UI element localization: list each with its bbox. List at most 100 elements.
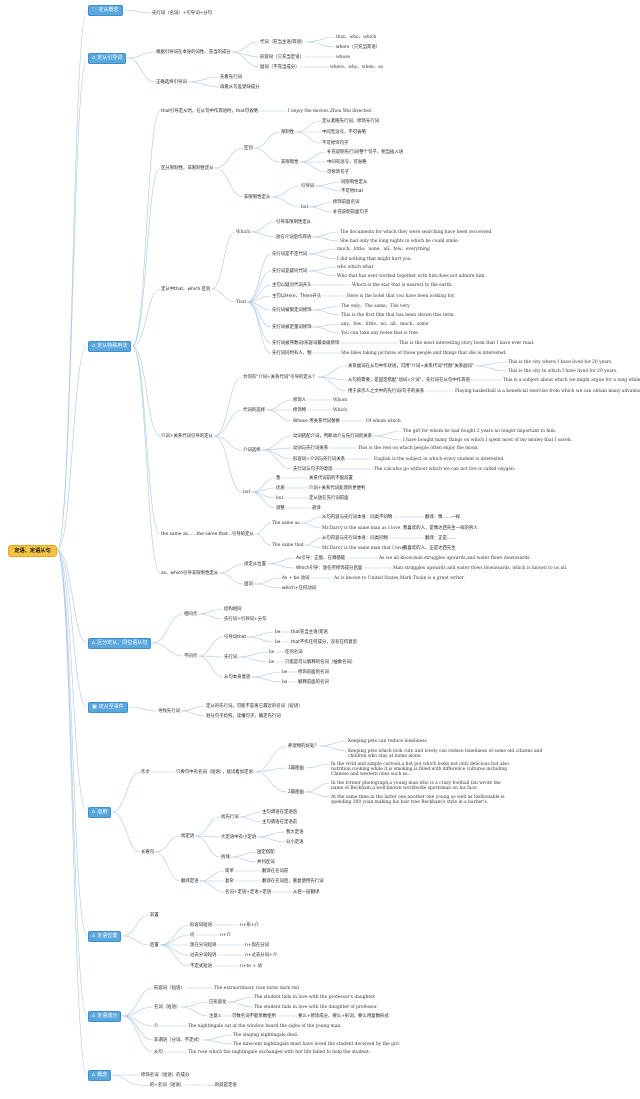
map-node[interactable]: 我 <box>276 475 281 481</box>
branch-b5[interactable]: ▣定从至事件 <box>88 702 128 713</box>
map-node[interactable]: be <box>275 639 281 645</box>
map-node[interactable]: n+形+介 <box>240 922 259 928</box>
map-node[interactable]: ……的+名词（短语） <box>141 1082 185 1088</box>
map-node[interactable]: 先行词 <box>224 654 238 660</box>
map-node[interactable]: Which <box>236 229 251 235</box>
map-node[interactable]: The student falls in love with the daugh… <box>254 1004 378 1010</box>
map-node[interactable]: 先行词被序数词/形容词最高级修饰 <box>272 340 340 346</box>
map-node[interactable]: but <box>301 204 309 210</box>
branch-b3[interactable]: ⌂定从特殊用法 <box>88 341 132 352</box>
map-node[interactable]: 并列连词 <box>257 859 275 865</box>
map-node[interactable]: that、who、which <box>336 34 377 40</box>
map-node[interactable]: 不同点 <box>184 653 198 659</box>
map-node[interactable]: 翻译在名词前 <box>262 868 289 874</box>
map-node[interactable]: Keeping pets can reduce loneliness <box>348 738 427 744</box>
map-node[interactable]: 用于表示人之文中的先行词/句子的关系 <box>348 388 425 394</box>
map-node[interactable]: The same that <box>272 542 304 548</box>
map-node[interactable]: that不作任何成分，没有任何意思 <box>291 639 357 645</box>
map-node[interactable]: 主句谓语在定语前 <box>262 819 298 825</box>
map-node[interactable]: 介 <box>154 1023 159 1029</box>
map-node[interactable]: The girl for whom he had fought 2 years … <box>403 428 557 434</box>
map-node[interactable]: 正确选择引导词 <box>156 79 187 85</box>
map-node[interactable]: The rose which the nightingale exchanged… <box>188 1049 371 1055</box>
map-node[interactable]: Keeping pets which look cute and lovely … <box>348 748 543 759</box>
map-node[interactable]: Mr.Darcy is the same man as I love. <box>322 525 402 531</box>
map-node[interactable]: 翻译定语 <box>181 878 199 884</box>
map-node[interactable]: be <box>282 679 288 685</box>
map-node[interactable]: The calculus go without which we can not… <box>374 466 516 472</box>
map-node[interactable]: 拆线 <box>221 854 230 860</box>
map-node[interactable]: 先行词与句子的意思 <box>293 466 333 472</box>
map-node[interactable]: As + be 动词 <box>282 575 310 581</box>
map-node[interactable]: The documents for which they were search… <box>340 229 493 235</box>
map-node[interactable]: 介词+关系代词处理的更便利 <box>309 485 366 491</box>
map-node[interactable]: As we all know,man struggles upwards,and… <box>379 555 531 561</box>
map-node[interactable]: As引导：正能、在哪都能 <box>296 555 346 561</box>
map-node[interactable]: 非限制性 <box>281 159 299 165</box>
map-node[interactable]: The student falls in love with the profe… <box>254 994 376 1000</box>
map-node[interactable]: 复杂 <box>225 878 234 884</box>
map-node[interactable]: 修饰物 <box>293 407 307 413</box>
map-node[interactable]: The only、The same、The very <box>341 303 410 309</box>
map-node[interactable]: but <box>243 489 251 495</box>
map-node[interactable]: 只能是可以解释的名词（抽象名词） <box>285 659 356 665</box>
map-node[interactable]: that引导定从时，在从句中作宾语时，that可省略 <box>161 108 258 114</box>
map-node[interactable]: 从句 <box>154 1049 163 1055</box>
map-node[interactable]: Of whom which <box>366 418 401 424</box>
map-node[interactable]: Which is the star that is nearest to the… <box>352 282 453 288</box>
map-node[interactable]: 代词的选择 <box>243 407 265 413</box>
branch-b1[interactable]: ♡定从概念 <box>88 5 123 16</box>
map-node[interactable]: be <box>275 629 281 635</box>
map-node[interactable]: but <box>276 495 284 501</box>
map-node[interactable]: Playing basketball is a beneficial exerc… <box>455 388 640 394</box>
map-node[interactable]: 再看从句差受缺成分 <box>220 84 260 90</box>
map-node[interactable]: 动词搭配介词，判断动介与先行词的关系 <box>293 433 373 439</box>
map-node[interactable]: 副词（不充当成分） <box>260 64 300 70</box>
map-node[interactable]: 问 <box>190 932 195 938</box>
map-node[interactable]: 解释前面的名词 <box>298 679 329 685</box>
map-node[interactable]: 注意⚠ <box>209 1013 222 1019</box>
map-node[interactable]: 先行词（名词）+引导词+分句 <box>152 10 213 16</box>
branch-b6[interactable]: ⌂运用 <box>88 807 112 818</box>
map-node[interactable]: 不可修饰句子 <box>322 140 349 146</box>
map-node[interactable]: She likes taking pictures of those peopl… <box>341 350 507 356</box>
map-node[interactable]: 我喜欢的人，正是达西先生 <box>403 545 456 551</box>
map-node[interactable]: You can take any notes that is free. <box>341 330 420 336</box>
map-node[interactable]: This is the city where I have lived for … <box>508 359 613 365</box>
map-node[interactable]: much、little、none、all、few、everything <box>337 246 430 252</box>
map-node[interactable]: Here is the hotel that you have been loo… <box>347 293 455 299</box>
map-node[interactable]: n+to + 动 <box>240 963 262 969</box>
map-node[interactable]: The same as <box>272 520 300 526</box>
map-node[interactable]: 养宠物的好处？ <box>288 743 319 749</box>
map-node[interactable]: 作文 <box>141 769 150 775</box>
map-node[interactable]: 介词+关系代词引导的定从 <box>161 433 213 439</box>
map-node[interactable]: Which <box>333 407 348 413</box>
map-node[interactable]: 从句的需要，是固定搭配"动词+介词"，先行词在从句中作宾语 <box>348 377 470 383</box>
branch-b8[interactable]: ⌂定语成分 <box>88 1011 122 1022</box>
map-node[interactable]: 名词（短语） <box>154 1004 181 1010</box>
map-node[interactable]: 动词与先行词关系 <box>293 445 329 451</box>
map-node[interactable]: This is the most interesting story book … <box>399 340 535 346</box>
map-node[interactable]: 修饰人 <box>293 397 307 403</box>
map-node[interactable]: In the former photograph,a young man who… <box>331 780 501 791</box>
map-node[interactable]: 先行词是疑问代词 <box>272 268 308 274</box>
map-node[interactable]: 引导词that <box>224 634 247 640</box>
map-node[interactable]: 翻译在名词后，重复使用先行词 <box>262 878 324 884</box>
map-node[interactable]: 修饰前面名词 <box>333 199 360 205</box>
map-node[interactable]: 根据引导词在本身的词性、充当的成分 <box>156 49 231 55</box>
map-node[interactable]: be <box>269 649 275 655</box>
map-node[interactable]: 主句以Here、There开头 <box>272 293 322 299</box>
map-node[interactable]: 关系代词前的不能前置 <box>309 475 353 481</box>
map-node[interactable]: I did nothing that might hurt you. <box>337 256 413 262</box>
map-node[interactable]: 非谓语（分词、不定式） <box>154 1037 203 1043</box>
map-node[interactable]: That <box>236 299 247 305</box>
map-node[interactable]: 可修饰句子 <box>327 169 349 175</box>
map-node[interactable]: 补充说明先行词/整个句子，相当插入语 <box>327 149 404 155</box>
map-node[interactable]: 中间有逗号，可省略 <box>327 159 367 165</box>
map-node[interactable]: 补充说明前面句子 <box>333 209 369 215</box>
map-node[interactable]: I have bought many things on which I spe… <box>403 437 572 443</box>
map-node[interactable]: Man struggles upwards and water flows do… <box>393 565 568 571</box>
map-node[interactable]: 固词 <box>244 581 253 587</box>
map-node[interactable]: This is the reel on which people often e… <box>358 445 479 451</box>
map-node[interactable]: The innocent nightingale must have loved… <box>233 1041 401 1047</box>
